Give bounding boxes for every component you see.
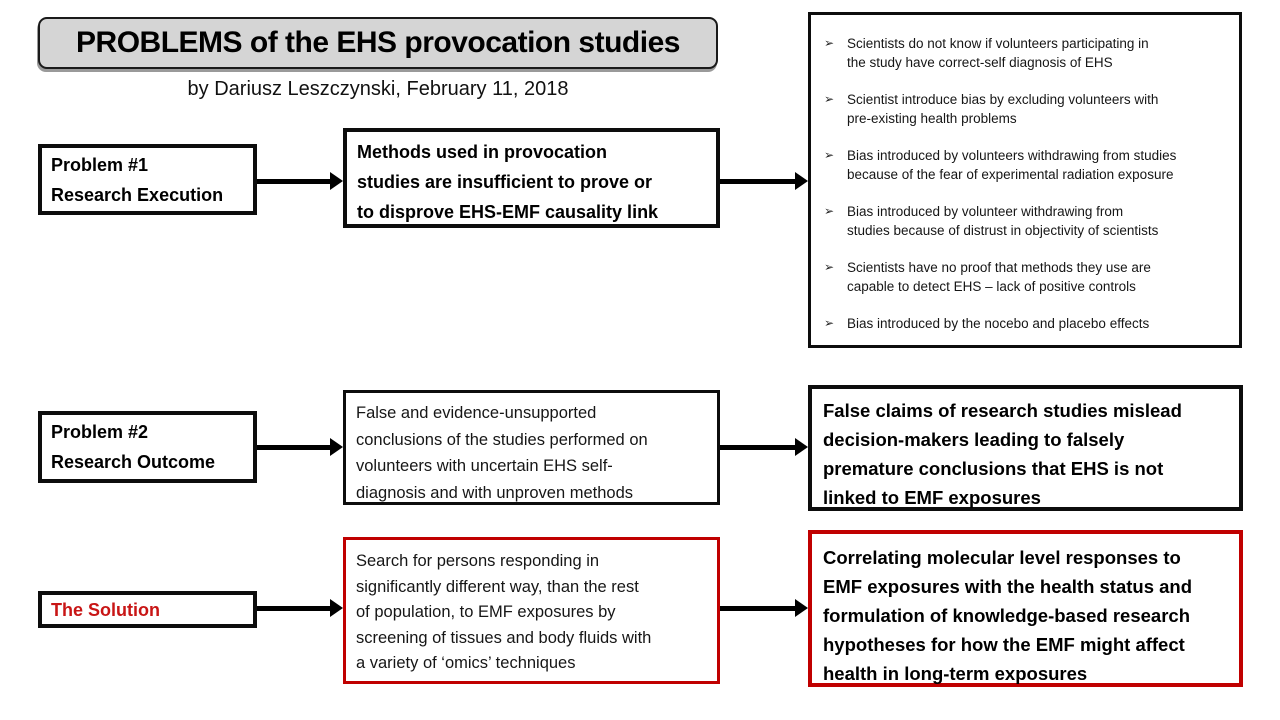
list-item: ➢ Bias introduced by volunteers withdraw… xyxy=(824,146,1231,184)
false-claims-box: False claims of research studies mislead… xyxy=(808,385,1243,511)
false-conclusions-box: False and evidence-unsupported conclusio… xyxy=(343,390,720,505)
problem1-box: Problem #1 Research Execution xyxy=(38,144,257,215)
arrow-shaft xyxy=(257,444,332,450)
arrow-shaft xyxy=(720,444,797,450)
arrow-head-icon xyxy=(795,599,808,617)
byline: by Dariusz Leszczynski, February 11, 201… xyxy=(187,78,569,100)
bullet-text: Scientists have no proof that methods th… xyxy=(847,260,1151,294)
arrow-conclusions-to-claims xyxy=(720,438,808,456)
arrow-shaft xyxy=(720,178,797,184)
arrow-bullet-icon: ➢ xyxy=(824,316,835,330)
arrow-shaft xyxy=(257,178,332,184)
list-item: ➢ Scientists have no proof that methods … xyxy=(824,258,1231,296)
search-persons-box: Search for persons responding in signifi… xyxy=(343,537,720,684)
arrow-head-icon xyxy=(795,438,808,456)
solution-box: The Solution xyxy=(38,591,257,628)
arrow-bullet-icon: ➢ xyxy=(824,260,835,274)
correlating-box: Correlating molecular level responses to… xyxy=(808,530,1243,687)
arrow-shaft xyxy=(720,605,797,611)
bullet-text: Scientists do not know if volunteers par… xyxy=(847,36,1149,70)
title-box: PROBLEMS of the EHS provocation studies xyxy=(38,17,718,69)
bullet-text: Bias introduced by the nocebo and placeb… xyxy=(847,316,1150,331)
page-title: PROBLEMS of the EHS provocation studies xyxy=(76,26,680,59)
arrow-bullet-icon: ➢ xyxy=(824,36,835,50)
problems-bullet-list-box: ➢ Scientists do not know if volunteers p… xyxy=(808,12,1242,348)
list-item: ➢ Scientist introduce bias by excluding … xyxy=(824,90,1231,128)
arrow-head-icon xyxy=(330,438,343,456)
arrow-bullet-icon: ➢ xyxy=(824,92,835,106)
methods-box: Methods used in provocation studies are … xyxy=(343,128,720,228)
arrow-methods-to-bullets xyxy=(720,172,808,190)
bullet-text: Bias introduced by volunteers withdrawin… xyxy=(847,148,1177,182)
arrow-bullet-icon: ➢ xyxy=(824,148,835,162)
list-item: ➢ Bias introduced by volunteer withdrawi… xyxy=(824,202,1231,240)
list-item: ➢ Scientists do not know if volunteers p… xyxy=(824,34,1231,72)
list-item: ➢ Bias introduced by the nocebo and plac… xyxy=(824,314,1231,333)
bullet-text: Bias introduced by volunteer withdrawing… xyxy=(847,204,1159,238)
arrow-head-icon xyxy=(330,599,343,617)
problem2-box: Problem #2 Research Outcome xyxy=(38,411,257,483)
arrow-bullet-icon: ➢ xyxy=(824,204,835,218)
arrow-solution-to-search xyxy=(257,599,343,617)
arrow-search-to-correlating xyxy=(720,599,808,617)
arrow-head-icon xyxy=(330,172,343,190)
bullet-text: Scientist introduce bias by excluding vo… xyxy=(847,92,1159,126)
arrow-problem1-to-methods xyxy=(257,172,343,190)
arrow-head-icon xyxy=(795,172,808,190)
arrow-shaft xyxy=(257,605,332,611)
arrow-problem2-to-conclusions xyxy=(257,438,343,456)
